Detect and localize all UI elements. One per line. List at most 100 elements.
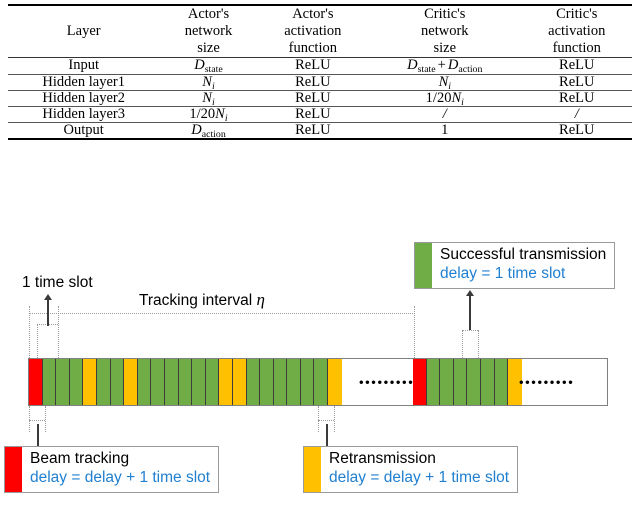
timeline-slot-green xyxy=(287,359,301,405)
cell-actor-size: Dstate xyxy=(159,57,258,75)
guide-slot-start xyxy=(37,324,38,358)
table-header-row: Layer Actor's network size Actor's activ… xyxy=(8,4,632,58)
cell-critic-activation: ReLU xyxy=(521,57,632,75)
cell-critic-activation: ReLU xyxy=(521,122,632,141)
guide-success-width xyxy=(462,330,478,331)
callout-retransmission: Retransmission delay = delay + 1 time sl… xyxy=(303,446,519,493)
callout-title: Beam tracking xyxy=(30,450,130,467)
table-row: Hidden layer1 Ni ReLU Ni ReLU xyxy=(8,73,632,91)
arrow-retransmission xyxy=(326,424,328,446)
timeline-segment-2 xyxy=(413,359,522,405)
callout-title: Retransmission xyxy=(329,450,436,467)
guide-left-edge xyxy=(29,306,30,358)
cell-actor-size: Ni xyxy=(159,89,258,107)
guide-slot-end xyxy=(58,306,59,358)
timeline-slot-green xyxy=(314,359,329,405)
guide-retrans-width xyxy=(318,420,334,421)
table-row: Hidden layer3 1/20Ni ReLU / / xyxy=(8,105,632,124)
header-line: Actor's xyxy=(292,6,334,22)
header-line: activation xyxy=(548,23,606,40)
guide-success-left xyxy=(462,330,463,358)
timeline-slot-yellow xyxy=(83,359,97,405)
cell-critic-size: / xyxy=(368,105,522,123)
cell-critic-size: 1/20Ni xyxy=(368,89,522,107)
header-line: Actor's xyxy=(187,6,230,22)
guide-retrans-left xyxy=(318,406,319,432)
ellipsis-1: ••••••••• xyxy=(359,374,415,390)
timeline-slot-green xyxy=(137,359,152,405)
cell-critic-size: 1 xyxy=(368,122,522,141)
header-actor-network-size: Actor's network size xyxy=(159,4,258,58)
timeline-slot-yellow xyxy=(328,359,342,405)
arrow-one-time-slot xyxy=(47,300,49,326)
header-line: network xyxy=(421,23,469,40)
cell-layer: Input xyxy=(8,57,160,75)
timeline-slot-green xyxy=(273,359,288,405)
header-line: network xyxy=(184,23,233,40)
ellipsis-2: ••••••••• xyxy=(519,374,575,390)
cell-actor-activation: ReLU xyxy=(257,57,369,75)
cell-critic-activation: / xyxy=(521,105,632,123)
header-line: Critic's xyxy=(424,6,466,22)
timeline-slot-green xyxy=(56,359,70,405)
timeline-bar: ••••••••• ••••••••• xyxy=(28,358,608,406)
guide-success-right xyxy=(478,330,479,358)
header-line: function xyxy=(552,40,601,57)
callout-delay: delay = 1 time slot xyxy=(440,264,566,282)
timeline-slot-yellow xyxy=(124,359,138,405)
callout-text: Beam tracking delay = delay + 1 time slo… xyxy=(22,447,218,492)
arrow-beam-tracking xyxy=(37,424,39,446)
timeline-slot-red xyxy=(413,359,427,405)
tracking-interval-text: Tracking interval xyxy=(139,292,253,309)
cell-actor-activation: ReLU xyxy=(257,122,369,141)
cell-actor-size: Ni xyxy=(159,73,258,91)
header-line: activation xyxy=(284,23,342,40)
timeline-slot-green xyxy=(260,359,274,405)
callout-beam-tracking: Beam tracking delay = delay + 1 time slo… xyxy=(4,446,220,493)
guide-retrans-right xyxy=(334,406,335,432)
timeline-slot-green xyxy=(494,359,509,405)
cell-actor-size: Daction xyxy=(159,122,258,141)
cell-actor-activation: ReLU xyxy=(257,89,369,107)
timeline-slot-green xyxy=(96,359,111,405)
timeline-slot-yellow xyxy=(232,359,247,405)
beam-tracking-swatch xyxy=(5,447,22,492)
guide-beam-right xyxy=(45,406,46,432)
header-critic-network-size: Critic's network size xyxy=(368,4,522,58)
arrow-successful-transmission xyxy=(469,296,471,330)
guide-beam-left xyxy=(29,406,30,432)
timeline-slot-green xyxy=(300,359,315,405)
timeline-slot-green xyxy=(426,359,441,405)
timeline-slot-yellow xyxy=(219,359,233,405)
eta-symbol: η xyxy=(256,290,265,309)
callout-text: Successful transmission delay = 1 time s… xyxy=(432,243,614,288)
cell-actor-activation: ReLU xyxy=(257,105,369,123)
timeline-slot-green xyxy=(192,359,206,405)
callout-delay: delay = delay + 1 time slot xyxy=(329,468,510,486)
guide-beam-width xyxy=(29,420,45,421)
timeline-slot-green xyxy=(151,359,165,405)
cell-actor-activation: ReLU xyxy=(257,73,369,91)
cell-critic-size: Dstate+Daction xyxy=(368,57,522,75)
guide-interval-end xyxy=(414,306,415,358)
label-tracking-interval: Tracking interval η xyxy=(139,290,265,310)
cell-layer: Output xyxy=(8,122,160,141)
label-one-time-slot: 1 time slot xyxy=(22,274,93,291)
callout-successful-transmission: Successful transmission delay = 1 time s… xyxy=(414,242,616,289)
timeline-slot-green xyxy=(246,359,261,405)
timeline-diagram: Successful transmission delay = 1 time s… xyxy=(0,228,640,508)
timeline-slot-green xyxy=(205,359,220,405)
timeline-slot-green xyxy=(480,359,495,405)
tracking-interval-guide xyxy=(30,313,415,314)
timeline-slot-green xyxy=(42,359,57,405)
cell-layer: Hidden layer2 xyxy=(8,89,160,107)
cell-layer: Hidden layer3 xyxy=(8,105,160,123)
header-line: function xyxy=(288,40,337,57)
table-row: Hidden layer2 Ni ReLU 1/20Ni ReLU xyxy=(8,89,632,107)
timeline-slot-green xyxy=(69,359,84,405)
network-architecture-table: Layer Actor's network size Actor's activ… xyxy=(8,4,632,141)
header-critic-activation-function: Critic's activation function xyxy=(521,4,632,58)
header-line: Critic's xyxy=(556,6,598,22)
timeline-slot-green xyxy=(178,359,193,405)
cell-critic-size: Ni xyxy=(368,73,522,91)
